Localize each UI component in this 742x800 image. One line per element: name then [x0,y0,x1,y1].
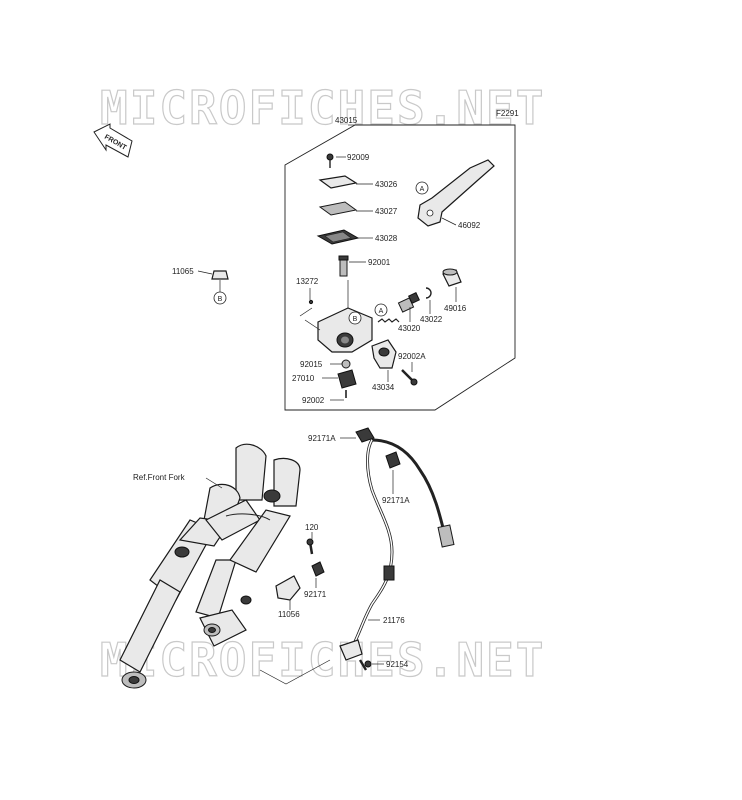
label-43026: 43026 [375,180,398,189]
label-92015: 92015 [300,360,323,369]
svg-text:B: B [218,296,223,303]
clip-92171A-top [355,427,375,443]
bolt-120 [306,538,314,555]
ref-front-fork-label: Ref.Front Fork [133,473,186,482]
diaphragm-43028 [316,229,360,245]
clamp-43034 [371,339,397,369]
master-cylinder-body [299,280,373,353]
bolt-92002A [401,369,418,386]
figure-code: F2291 [496,109,519,118]
callout-a-lever [415,181,429,195]
svg-text:A: A [420,186,425,193]
svg-text:A: A [379,308,384,315]
switch-27010 [337,369,357,389]
screw-92009 [326,153,334,168]
label-13272: 13272 [296,277,319,286]
label-43034: 43034 [372,383,395,392]
part-labels: 43015 92009 43026 43027 43028 46092 1106… [133,116,481,669]
label-120: 120 [305,523,319,532]
bracket-11056 [275,575,301,601]
front-fork-reference [119,443,301,689]
callout-b-cylinder [348,311,362,325]
label-43015: 43015 [335,116,358,125]
label-92171A-top: 92171A [308,434,336,443]
brake-hose-21176 [339,438,455,661]
label-43020: 43020 [398,324,421,333]
label-11065: 11065 [172,267,194,276]
watermark-top: MICROFICHES.NET [100,81,545,135]
label-92171A-middle: 92171A [382,496,410,505]
label-11056: 11056 [278,610,300,619]
brake-lever-46092 [417,159,495,227]
label-92002: 92002 [302,396,325,405]
boot-49016 [442,268,462,287]
label-43022: 43022 [420,315,443,324]
label-46092: 46092 [458,221,481,230]
bolt-92001 [338,255,349,277]
clip-92171 [311,561,325,577]
watermark-bottom: MICROFICHES.NET [100,633,545,687]
label-92154: 92154 [386,660,409,669]
label-92001: 92001 [368,258,391,267]
plate-43027 [318,201,358,216]
reservoir-cap-43026 [318,175,358,189]
label-92009: 92009 [347,153,370,162]
label-43028: 43028 [375,234,398,243]
nut-92015 [341,359,351,369]
bolt-92154 [358,659,372,671]
svg-text:B: B [353,316,358,323]
label-27010: 27010 [292,374,315,383]
label-43027: 43027 [375,207,398,216]
cap-11065 [211,270,229,280]
label-49016: 49016 [444,304,467,313]
label-21176: 21176 [383,616,405,625]
assembly-43015-frame [284,124,516,411]
circlip-43022 [425,287,432,299]
label-92171: 92171 [304,590,327,599]
callout-a-cylinder [374,303,388,317]
clip-92171A-middle [385,451,401,469]
bolt-13272 [308,299,314,305]
label-92002A: 92002A [398,352,426,361]
